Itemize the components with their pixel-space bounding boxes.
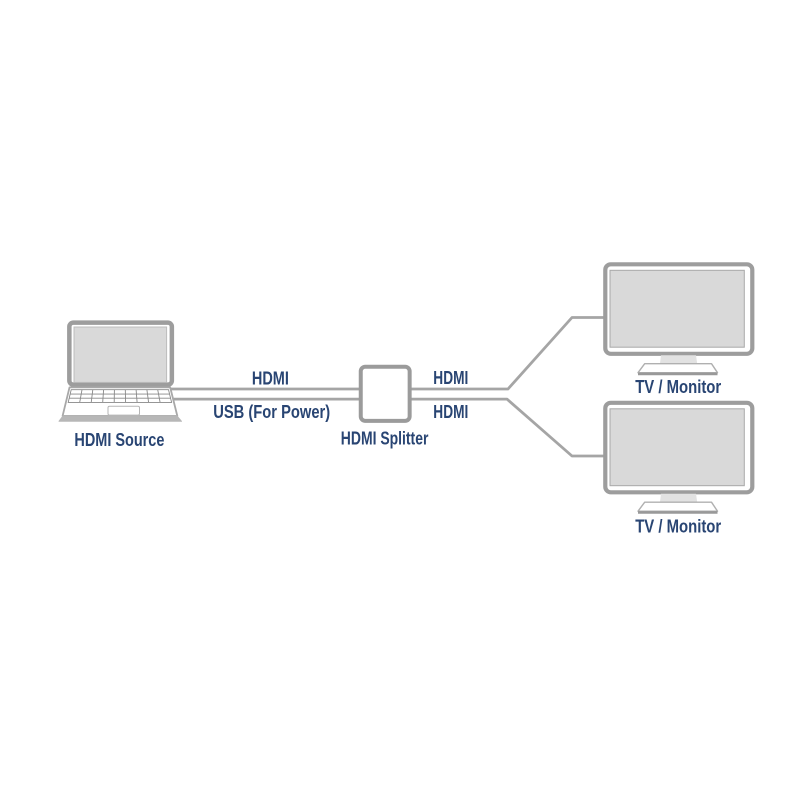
svg-text:HDMI: HDMI <box>433 368 468 388</box>
svg-text:TV / Monitor: TV / Monitor <box>635 377 721 397</box>
svg-text:HDMI: HDMI <box>252 368 289 388</box>
svg-text:TV / Monitor: TV / Monitor <box>635 517 721 537</box>
svg-text:HDMI: HDMI <box>433 402 468 422</box>
svg-text:HDMI Splitter: HDMI Splitter <box>341 428 429 448</box>
svg-text:USB (For Power): USB (For Power) <box>213 402 330 422</box>
svg-text:HDMI Source: HDMI Source <box>74 430 164 450</box>
